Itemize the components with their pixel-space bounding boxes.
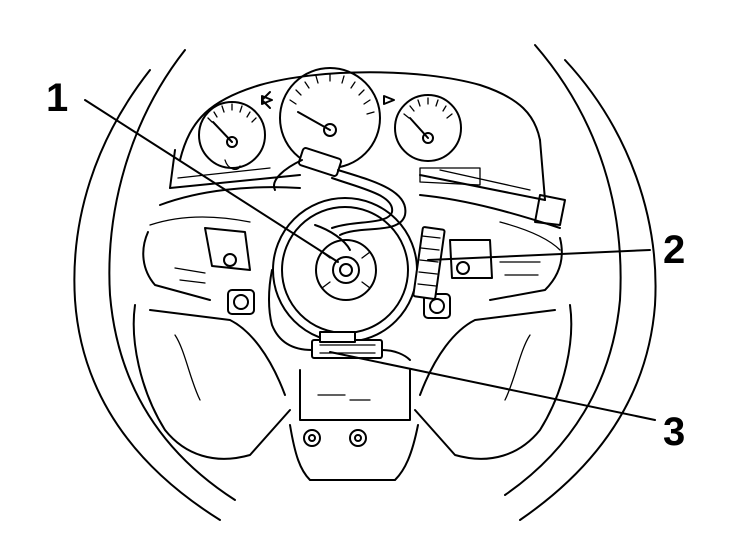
speedometer [279, 67, 381, 169]
left-gauge [198, 101, 266, 169]
wiring-harness [273, 147, 407, 236]
right-spoke [423, 237, 563, 319]
left-spoke [142, 227, 255, 315]
lower-spokes [132, 304, 573, 481]
connector-2 [412, 226, 446, 300]
left-arrow-icon [261, 91, 273, 109]
callout-2: 2 [663, 228, 686, 272]
wheel-rim [73, 44, 657, 521]
callout-1: 1 [46, 76, 69, 120]
leader-line-2 [427, 249, 651, 261]
spoke-upper [149, 186, 566, 251]
leader-line-1 [84, 99, 339, 263]
right-arrow-icon [383, 95, 395, 105]
right-gauge [394, 94, 462, 162]
leader-lines [84, 99, 656, 421]
leader-line-3 [329, 351, 656, 421]
connector-3 [268, 269, 411, 361]
callout-3: 3 [663, 410, 686, 454]
instrument-cluster [169, 67, 546, 201]
clock-spring [272, 197, 418, 343]
